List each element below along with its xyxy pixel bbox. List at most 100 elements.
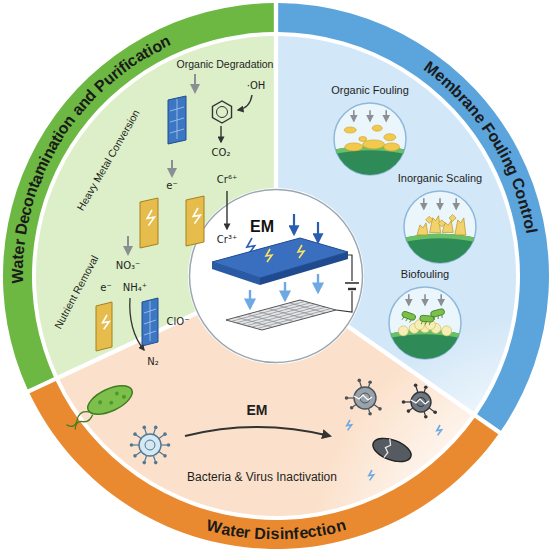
- chemical-label: NO₃⁻: [116, 260, 141, 272]
- circle-shape: [163, 432, 167, 436]
- title-letter: i: [279, 526, 284, 542]
- fouling-circle: [332, 101, 408, 177]
- rect-shape: [449, 214, 456, 221]
- line-shape: [440, 294, 442, 305]
- line-shape: [369, 110, 371, 121]
- polygon-shape: [96, 302, 112, 351]
- fouling-node: Inorganic Scaling: [394, 171, 486, 265]
- line-shape: [171, 160, 173, 176]
- circle-shape: [360, 393, 370, 403]
- circle-shape: [442, 326, 452, 336]
- em-label: EM: [247, 402, 268, 418]
- line-shape: [220, 126, 221, 142]
- chemical-label: CO₂: [212, 147, 231, 159]
- fouling-heading: Organic Fouling: [327, 83, 413, 97]
- chemical-label: N₂: [147, 356, 159, 368]
- title-letter: i: [266, 526, 271, 542]
- title-letter: a: [10, 259, 26, 269]
- circle-shape: [334, 103, 406, 175]
- line-shape: [345, 282, 359, 284]
- circle-shape: [145, 440, 155, 450]
- g-shape: [334, 110, 406, 175]
- title-letter: e: [10, 245, 27, 255]
- circle-shape: [354, 387, 376, 409]
- title-letter: D: [254, 526, 267, 543]
- rect-shape: [426, 216, 433, 223]
- polyline-shape: [298, 245, 304, 258]
- ellipse-shape: [372, 125, 382, 131]
- path-shape: [30, 381, 499, 549]
- process-title: Organic Degradation: [177, 58, 274, 70]
- circle-shape: [154, 461, 158, 465]
- circle-shape: [142, 461, 146, 465]
- circle-shape: [368, 412, 372, 416]
- line-shape: [405, 401, 411, 402]
- line-shape: [177, 99, 178, 139]
- polyline-shape: [266, 249, 272, 262]
- polygon-shape: [142, 298, 158, 346]
- path-shape: [382, 438, 393, 458]
- circle-shape: [163, 454, 167, 458]
- line-shape: [317, 274, 319, 292]
- line-shape: [161, 444, 167, 445]
- center-label: EM: [174, 218, 350, 236]
- chemical-label: Cr³⁺: [217, 234, 237, 246]
- ellipse-shape: [345, 143, 363, 151]
- circle-shape: [411, 392, 431, 412]
- circle-shape: [345, 396, 349, 400]
- title-letter: l: [522, 228, 539, 235]
- circle-shape: [109, 400, 114, 405]
- title-letter: s: [271, 526, 280, 542]
- chemical-label: e⁻: [166, 180, 177, 192]
- ellipse-shape: [384, 134, 396, 141]
- fouling-heading: Inorganic Scaling: [394, 171, 486, 185]
- circle-shape: [154, 426, 158, 430]
- process-title: Nutrient Removal: [52, 253, 101, 330]
- g-shape: [404, 198, 476, 263]
- line-shape: [194, 74, 196, 92]
- chemical-label: ·OH: [247, 80, 266, 92]
- line-shape: [385, 110, 387, 121]
- chemical-label: ClO⁻: [167, 316, 190, 328]
- circle-shape: [133, 454, 137, 458]
- process-title: Heavy Metal Conversion: [74, 107, 142, 212]
- path-shape: [404, 234, 476, 263]
- line-shape: [408, 294, 410, 305]
- chemical-label: NH₄⁺: [123, 282, 147, 294]
- circle-shape: [424, 385, 428, 389]
- circle-shape: [167, 443, 171, 447]
- center-circle: [188, 188, 364, 364]
- ellipse-shape: [384, 143, 400, 151]
- rect-shape: [401, 311, 416, 321]
- polyline-shape: [147, 210, 154, 226]
- g-shape: [389, 294, 461, 359]
- circle-shape: [350, 406, 354, 410]
- line-shape: [317, 222, 319, 242]
- g-shape: [400, 311, 416, 324]
- line-shape: [293, 214, 295, 234]
- circle-shape: [417, 398, 426, 407]
- ellipse-shape: [363, 140, 385, 149]
- polyline-shape: [193, 208, 200, 224]
- line-shape: [439, 198, 441, 209]
- polygon-shape: [140, 198, 158, 248]
- g-shape: [404, 191, 476, 263]
- line-shape: [348, 397, 354, 398]
- path-shape: [354, 395, 372, 400]
- g-shape: [334, 110, 406, 175]
- circle-shape: [133, 432, 137, 436]
- circle-shape: [334, 103, 406, 175]
- circle-shape: [404, 191, 476, 263]
- circle-shape: [414, 384, 418, 388]
- polygon-shape: [417, 223, 428, 235]
- g-shape: [334, 103, 406, 175]
- g-shape: [404, 198, 476, 263]
- fouling-node: Biofouling: [387, 267, 463, 361]
- fouling-heading: Biofouling: [387, 267, 463, 281]
- circle-shape: [389, 287, 461, 359]
- circle-shape: [402, 400, 406, 404]
- line-shape: [284, 282, 286, 300]
- line-shape: [353, 110, 355, 121]
- ellipse-shape: [344, 127, 356, 133]
